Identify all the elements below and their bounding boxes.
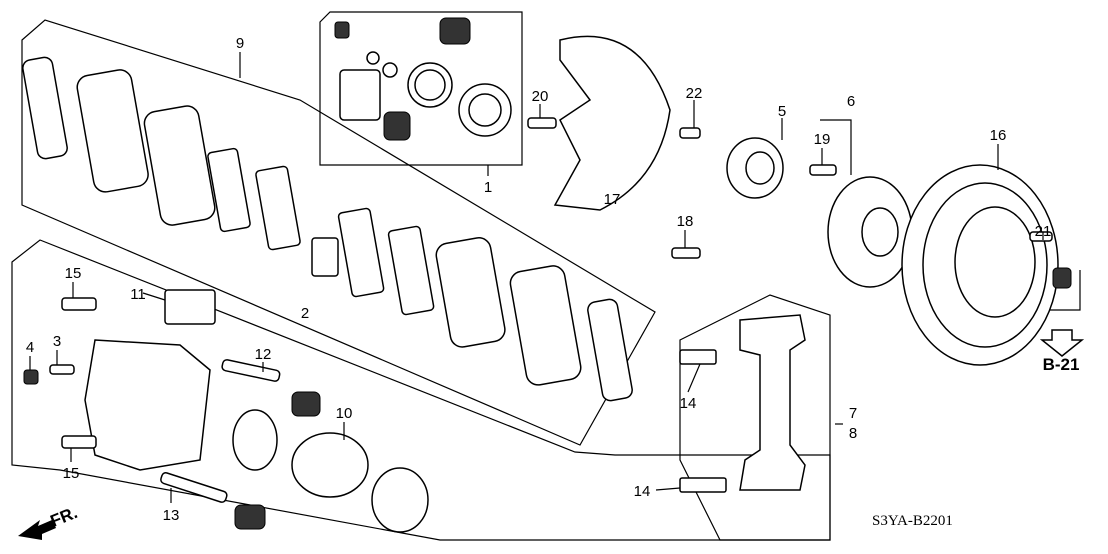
cap-4 — [23, 369, 39, 385]
callout-16: 16 — [990, 127, 1007, 144]
callout-14-lower: 14 — [634, 483, 651, 500]
piston — [291, 432, 369, 498]
brake-disc-hat — [954, 206, 1036, 318]
hub-bracket-line — [1050, 270, 1081, 311]
pin-12 — [221, 359, 281, 382]
callout-10: 10 — [336, 405, 353, 422]
callout-7: 7 — [849, 405, 857, 422]
callout-12: 12 — [255, 346, 272, 363]
front-hub-center — [861, 207, 899, 257]
pad-kit-frame — [21, 19, 656, 446]
callout-19: 19 — [814, 131, 831, 148]
callout-21: 21 — [1035, 223, 1052, 240]
front-arrow-icon — [18, 520, 56, 540]
seal-kit-frame — [319, 11, 523, 166]
pin-13 — [160, 472, 228, 503]
bleed-screw-3 — [49, 364, 75, 375]
callout-6: 6 — [847, 93, 855, 110]
seal-kit-parts — [334, 17, 512, 141]
callout-3: 3 — [53, 333, 61, 350]
callout-17: 17 — [604, 191, 621, 208]
callout-2: 2 — [301, 305, 309, 322]
callout-8: 8 — [849, 425, 857, 442]
callout-15-lower: 15 — [63, 465, 80, 482]
piston-seal — [232, 409, 278, 471]
bolt-15-lower — [61, 435, 97, 449]
hub-bearing-bore — [745, 151, 775, 185]
callout-5: 5 — [778, 103, 786, 120]
boot-upper — [291, 391, 321, 417]
pad-spring-lower — [679, 477, 727, 493]
callout-1: 1 — [484, 179, 492, 196]
callout-22: 22 — [686, 85, 703, 102]
reference-arrow-icon — [1039, 329, 1085, 357]
caliper-bracket — [739, 314, 806, 491]
disc-screw-21 — [1029, 231, 1053, 242]
callout-11: 11 — [130, 286, 146, 303]
callout-14-upper: 14 — [680, 395, 697, 412]
leader-lines — [29, 52, 1044, 503]
pad-spring-upper — [679, 349, 717, 365]
bracket-frame — [679, 294, 831, 541]
bolt-20 — [527, 117, 557, 129]
caliper-body — [84, 339, 211, 471]
callout-13: 13 — [163, 507, 180, 524]
callout-18: 18 — [677, 213, 694, 230]
bolt-15-upper — [61, 297, 97, 311]
splash-guard — [553, 35, 671, 211]
hub-nut — [1052, 267, 1072, 289]
brake-pads-set — [22, 56, 633, 402]
callout-20: 20 — [532, 88, 549, 105]
callout-15-upper: 15 — [65, 265, 82, 282]
callout-9: 9 — [236, 35, 244, 52]
callout-4: 4 — [26, 339, 34, 356]
boot-lower — [234, 504, 266, 530]
reference-label: B-21 — [1043, 355, 1080, 374]
bolt-18 — [671, 247, 701, 259]
front-direction-label: FR. — [48, 503, 81, 531]
piston-boot — [371, 467, 429, 533]
screw-22 — [679, 127, 701, 139]
diagram-code: S3YA-B2201 — [872, 513, 953, 529]
hub-bolt-19 — [809, 164, 837, 176]
pad-retainer-11 — [164, 289, 216, 325]
